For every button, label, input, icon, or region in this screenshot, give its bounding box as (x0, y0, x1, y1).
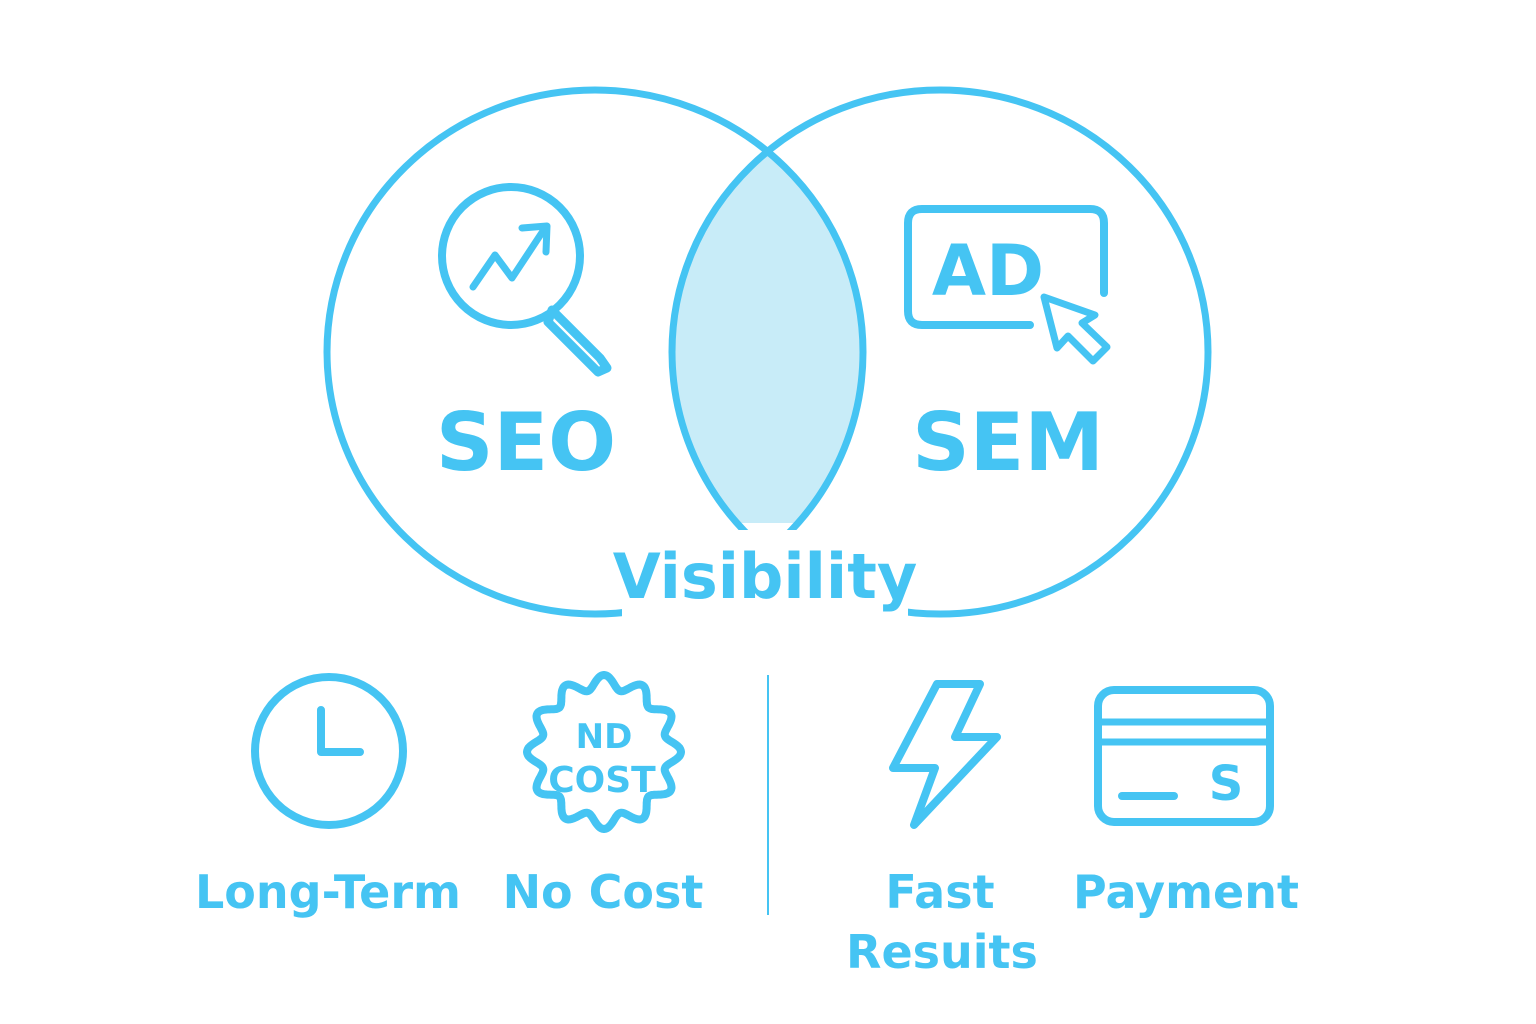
seo-circle (323, 86, 867, 618)
sem-circle (668, 86, 1212, 618)
credit-card-icon: S (1094, 686, 1274, 826)
fast-results-label-line1: Fast (885, 865, 994, 919)
lightning-icon (889, 680, 1001, 829)
svg-text:AD: AD (932, 230, 1044, 312)
fast-results-label-line2: Resuits (846, 925, 1038, 979)
overlap-region (672, 90, 863, 523)
svg-text:S: S (1209, 756, 1244, 812)
payment-label: Payment (1073, 865, 1299, 919)
svg-text:COST: COST (548, 760, 656, 801)
ad-click-icon: AD (904, 205, 1111, 365)
sem-label: SEM (912, 396, 1104, 489)
overlap-label: Visibility (613, 540, 918, 613)
long-term-label: Long-Term (195, 865, 461, 919)
svg-text:ND: ND (576, 717, 633, 757)
magnifier-trend-icon (438, 183, 612, 377)
seo-label: SEO (436, 396, 616, 489)
clock-icon (251, 673, 407, 829)
no-cost-label: No Cost (503, 865, 704, 919)
badge-icon: ND COST (523, 671, 685, 833)
